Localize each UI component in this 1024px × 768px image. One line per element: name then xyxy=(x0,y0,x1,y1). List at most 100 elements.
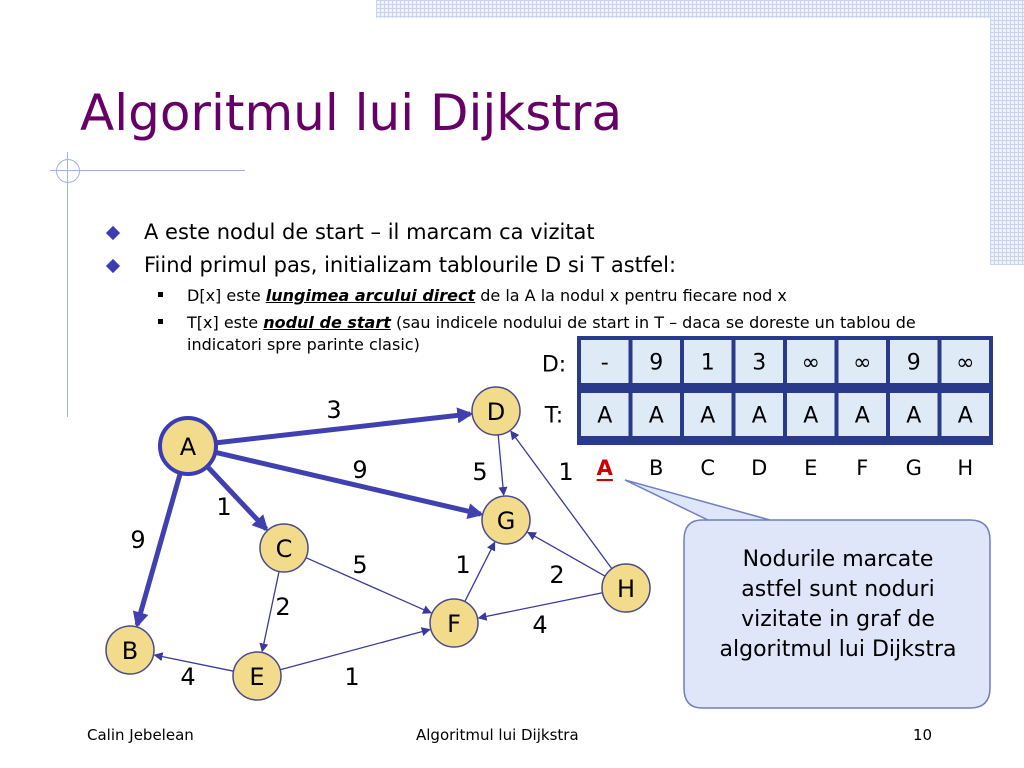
edge-A-C xyxy=(205,464,269,532)
node-C xyxy=(259,523,309,573)
node-label-A: A xyxy=(180,433,197,461)
edge-weight-A-D: 3 xyxy=(326,396,341,424)
decor-line-horizontal xyxy=(50,170,245,171)
edge-weight-A-B: 9 xyxy=(130,526,145,554)
callout-line: algoritmul lui Dijkstra xyxy=(719,637,957,662)
d-cell xyxy=(684,340,732,383)
edge-A-D xyxy=(215,407,474,446)
column-header: B xyxy=(649,456,663,480)
bullet-text: A este nodul de start – il marcam ca viz… xyxy=(144,220,595,244)
edge-weight-H-F: 4 xyxy=(532,611,547,639)
footer-center-title: Algoritmul lui Dijkstra xyxy=(416,726,579,744)
d-cell xyxy=(890,340,938,383)
d-cell xyxy=(581,340,629,383)
sub-bullet-text: D[x] este lungimea arcului direct de la … xyxy=(187,286,787,305)
node-label-D: D xyxy=(487,398,505,426)
callout-line: vizitate in graf de xyxy=(741,607,935,632)
d-cell xyxy=(632,340,680,383)
edge-A-B xyxy=(132,472,183,629)
bullet-text: Fiind primul pas, initializam tablourile… xyxy=(144,253,677,277)
emphasis-text: lungimea arcului direct xyxy=(265,286,476,305)
footer-page-number: 10 xyxy=(913,726,933,744)
t-cell xyxy=(890,393,938,436)
sub-bullet-text: T[x] este nodul de start (sau indicele n… xyxy=(187,313,916,354)
edge-weight-E-F: 1 xyxy=(344,663,359,691)
node-B xyxy=(105,625,155,675)
callout-line: astfel sunt noduri xyxy=(741,577,935,602)
edge-weight-H-D: 1 xyxy=(558,458,573,486)
decor-circle xyxy=(56,159,80,183)
edge-weight-A-C: 1 xyxy=(216,493,231,521)
decor-grid-right xyxy=(990,0,1024,265)
column-header: H xyxy=(957,456,973,480)
d-cell-value: 3 xyxy=(752,351,766,376)
node-E xyxy=(232,651,282,701)
d-cell xyxy=(787,340,835,383)
t-cell xyxy=(838,393,886,436)
node-D xyxy=(471,386,521,436)
callout xyxy=(624,479,991,709)
node-label-G: G xyxy=(497,507,516,535)
t-cell xyxy=(735,393,783,436)
edge-weight-H-G: 2 xyxy=(549,561,564,589)
node-F xyxy=(429,598,479,648)
node-label-E: E xyxy=(249,663,264,691)
slide-title: Algoritmul lui Dijkstra xyxy=(80,84,623,142)
t-cell xyxy=(632,393,680,436)
edge-D-G xyxy=(497,434,508,497)
d-cell xyxy=(838,340,886,383)
t-cell-value: A xyxy=(597,404,612,429)
t-cell xyxy=(787,393,835,436)
column-header: G xyxy=(906,456,922,480)
node-label-B: B xyxy=(122,637,138,665)
decor-line-vertical xyxy=(67,152,68,417)
t-array-label: T: xyxy=(544,404,563,429)
square-bullet-icon xyxy=(158,319,163,324)
edge-F-G xyxy=(464,541,496,602)
edge-weight-C-F: 5 xyxy=(352,551,367,579)
edge-weight-C-E: 2 xyxy=(275,593,290,621)
column-header: C xyxy=(700,456,715,480)
d-cell-value: ∞ xyxy=(853,351,871,376)
column-header: D xyxy=(751,456,767,480)
edge-C-F xyxy=(305,557,432,614)
d-cell xyxy=(941,340,989,383)
node-A xyxy=(158,416,218,476)
d-cell-value: 1 xyxy=(701,351,715,376)
t-cell xyxy=(581,393,629,436)
t-cell-value: A xyxy=(958,404,973,429)
callout-line: Nodurile marcate xyxy=(742,547,934,572)
d-cell xyxy=(735,340,783,383)
node-G xyxy=(481,495,531,545)
d-cell-value: - xyxy=(601,351,609,376)
edge-weight-F-G: 1 xyxy=(455,551,470,579)
callout-text: Nodurile marcate astfel sunt noduri vizi… xyxy=(692,545,984,665)
t-cell xyxy=(684,393,732,436)
edge-weight-D-G: 5 xyxy=(472,458,487,486)
edge-C-E xyxy=(259,571,280,653)
t-cell-value: A xyxy=(803,404,818,429)
edge-H-D xyxy=(510,430,613,570)
edge-A-G xyxy=(214,449,484,519)
edge-H-F xyxy=(477,592,603,621)
node-H xyxy=(601,563,651,613)
edge-weight-E-B: 4 xyxy=(180,663,195,691)
t-cell-value: A xyxy=(700,404,715,429)
column-header-visited: A xyxy=(597,456,614,480)
emphasis-text: nodul de start xyxy=(263,313,391,332)
d-cell-value: ∞ xyxy=(802,351,820,376)
node-label-F: F xyxy=(447,610,461,638)
t-cell-value: A xyxy=(649,404,664,429)
d-cell-value: 9 xyxy=(649,351,663,376)
edge-H-G xyxy=(526,531,606,577)
t-cell-value: A xyxy=(855,404,870,429)
d-cell-value: ∞ xyxy=(956,351,974,376)
t-cell-value: A xyxy=(752,404,767,429)
edge-E-F xyxy=(280,627,431,671)
square-bullet-icon xyxy=(158,292,163,297)
edge-E-B xyxy=(153,652,234,672)
t-cell-value: A xyxy=(906,404,921,429)
